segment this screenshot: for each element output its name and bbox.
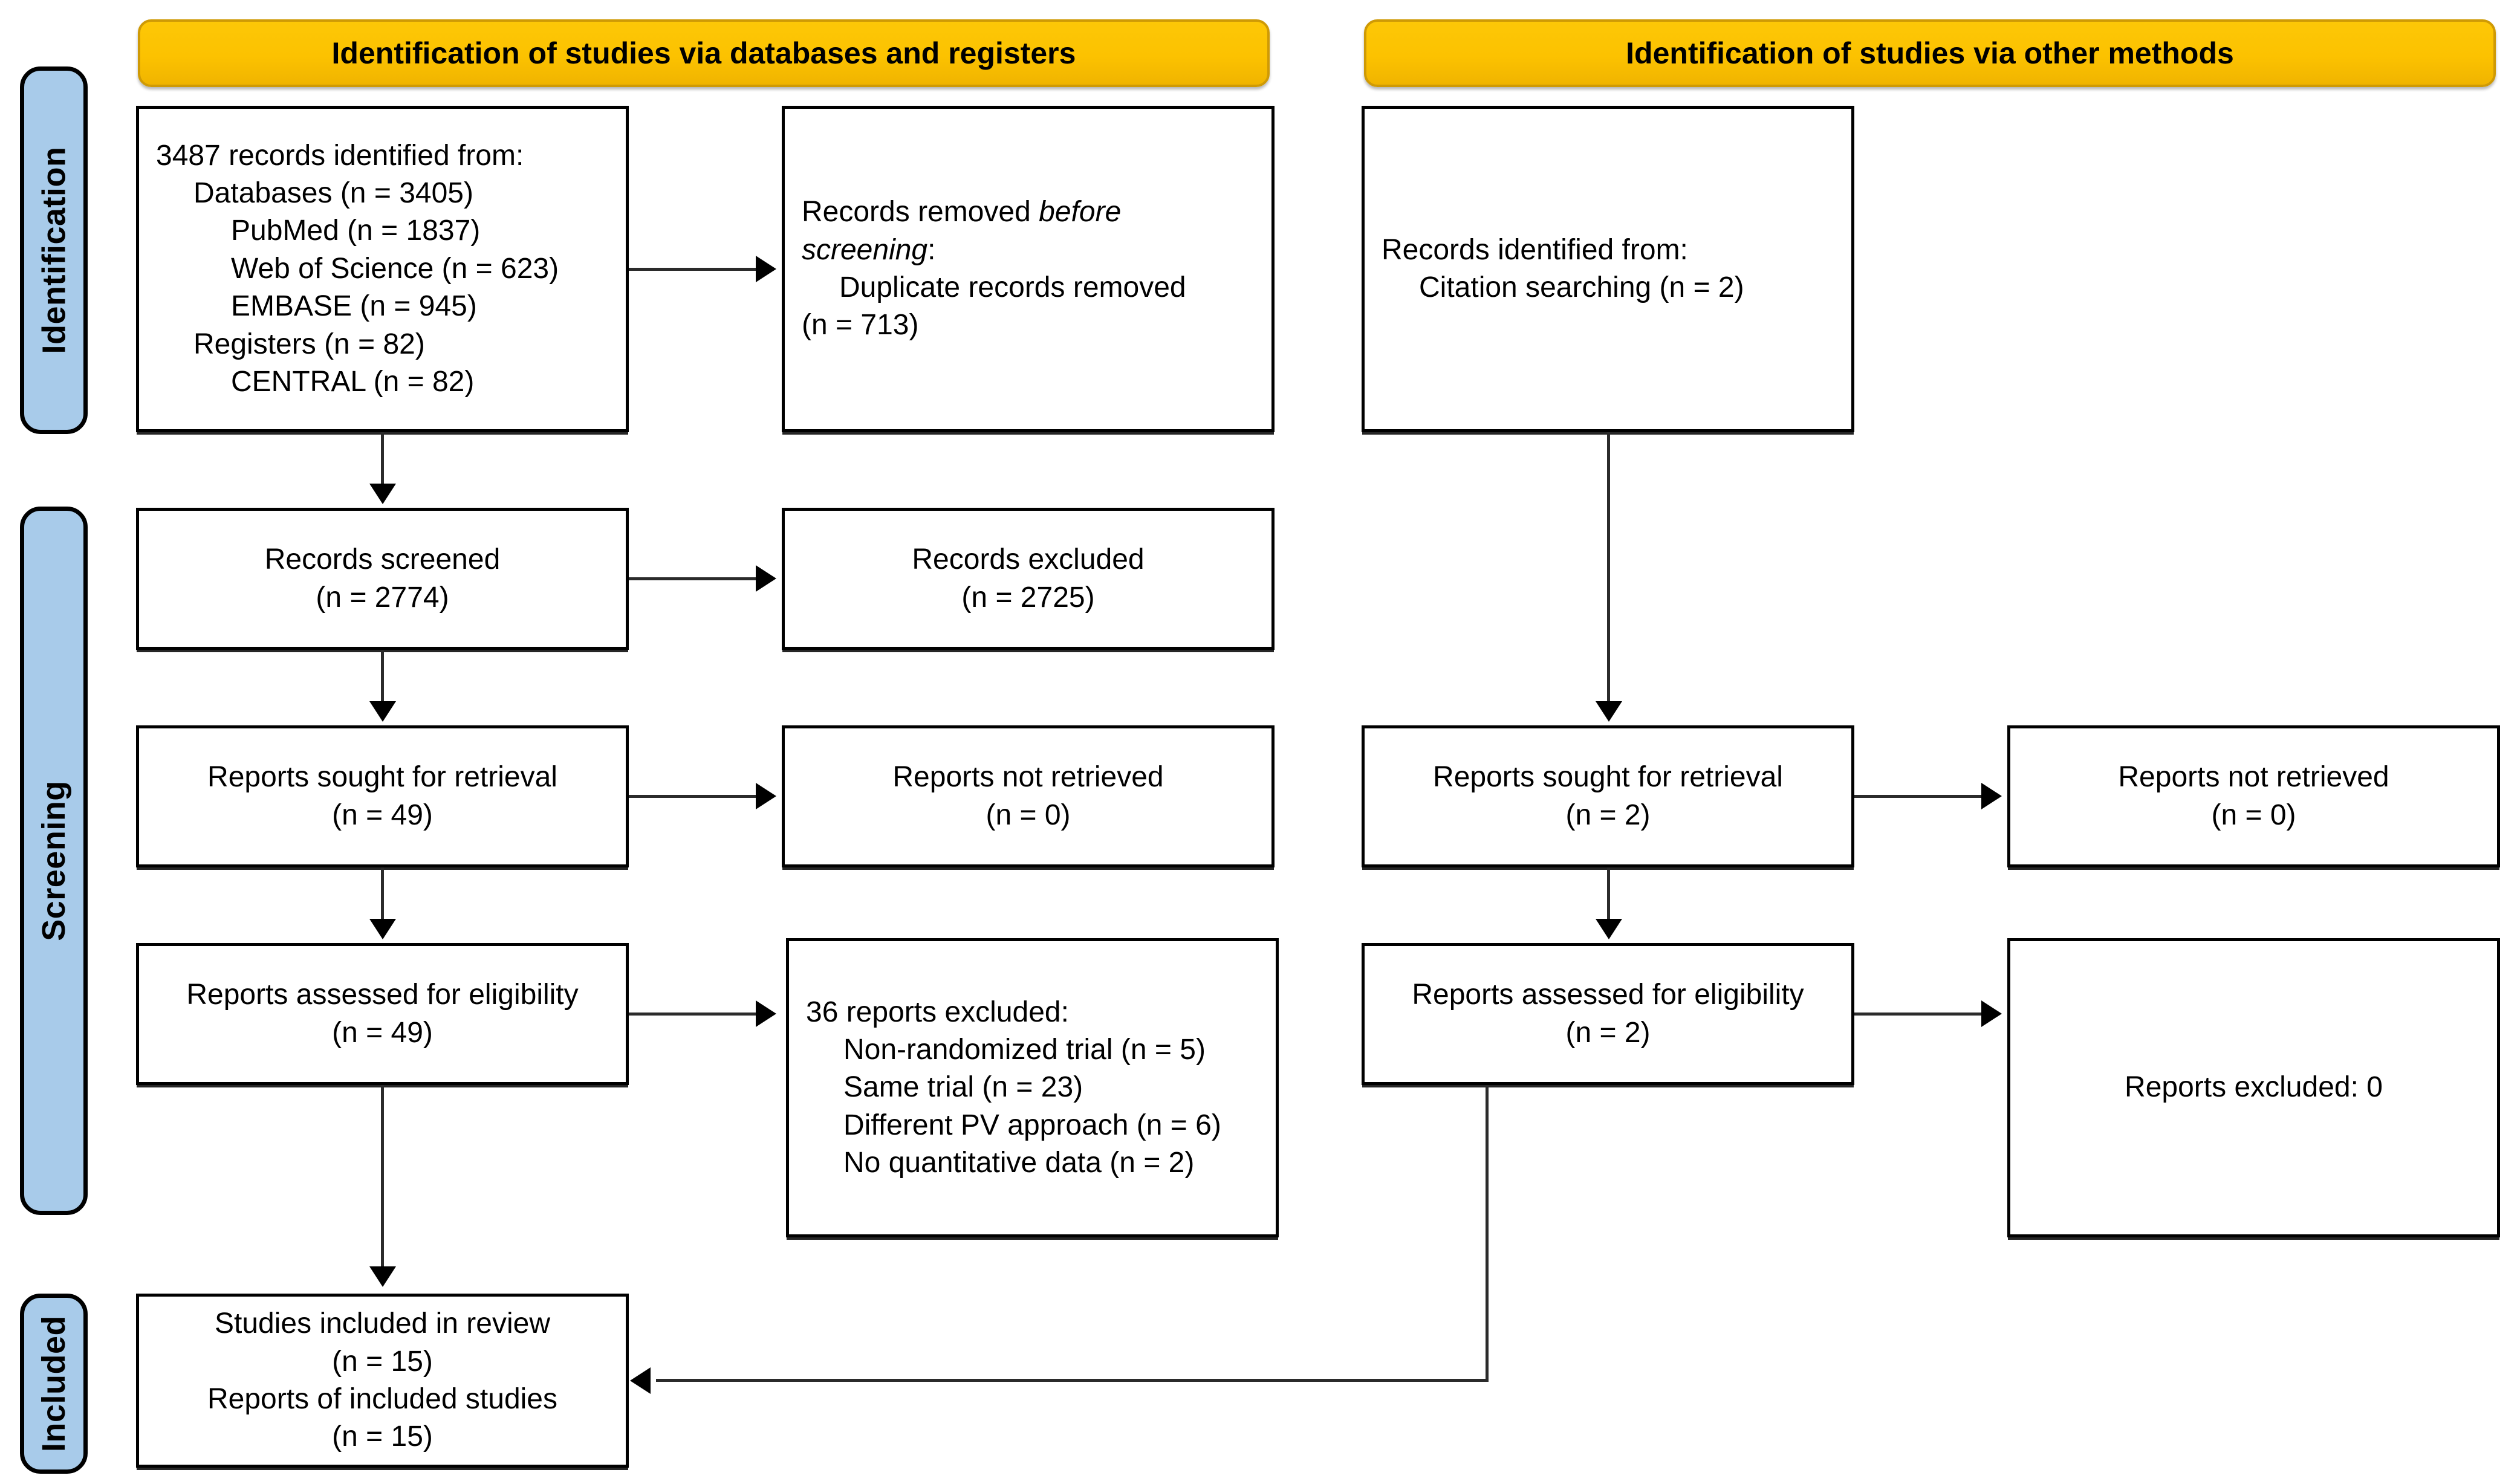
records-removed-line4: (n = 713) [802,309,919,342]
connector-identified-to-screened [381,432,384,488]
arrowhead-assessed-to-excluded-other [1981,1000,2002,1027]
reports-sought-other-line2: (n = 2) [1565,799,1651,831]
reports-excluded-other-line1: Reports excluded: 0 [2125,1071,2383,1104]
section-header-other-methods-text: Identification of studies via other meth… [1626,36,2234,70]
box-records-screened: Records screened (n = 2774) [136,508,629,650]
records-removed-line1b: before [1039,196,1122,228]
connector-sought-to-assessed-db [381,867,384,923]
box-reports-sought-databases: Reports sought for retrieval (n = 49) [136,725,629,867]
arrowhead-screened-to-sought [369,701,396,722]
connector-assessed-to-excluded-other [1854,1013,1984,1016]
records-identified-title: 3487 records identified from: [156,139,524,172]
stage-label-screening-text: Screening [36,780,72,941]
box-reports-excluded-databases: 36 reports excluded: Non-randomized tria… [786,938,1279,1237]
studies-included-line3: Reports of included studies [207,1383,557,1415]
stage-label-identification: Identification [20,66,88,434]
connector-identified-other-to-sought-other [1607,432,1610,704]
box-records-excluded: Records excluded (n = 2725) [782,508,1275,650]
connector-identified-to-removed [629,268,759,271]
arrowhead-sought-to-assessed-db [369,919,396,939]
reports-assessed-db-line1: Reports assessed for eligibility [186,979,579,1011]
connector-sought-to-not-retrieved-db [629,795,759,798]
records-excluded-line1: Records excluded [912,543,1145,576]
stage-label-identification-text: Identification [36,146,72,354]
records-screened-line1: Records screened [264,543,501,576]
reports-not-retrieved-db-line1: Reports not retrieved [892,761,1164,794]
arrowhead-sought-to-not-retrieved-db [756,783,776,809]
reports-excluded-db-line-1: Same trial (n = 23) [843,1071,1083,1104]
records-removed-line3: Duplicate records removed [839,271,1186,303]
reports-not-retrieved-other-line2: (n = 0) [2211,799,2296,831]
connector-assessed-to-excluded-db [629,1013,759,1016]
arrowhead-sought-to-not-retrieved-other [1981,783,2002,809]
records-identified-line-5: CENTRAL (n = 82) [231,365,475,398]
arrowhead-sought-to-assessed-other [1596,919,1622,939]
arrowhead-identified-other-to-sought-other [1596,701,1622,722]
reports-excluded-db-line-0: Non-randomized trial (n = 5) [843,1033,1206,1066]
records-identified-line-4: Registers (n = 82) [193,328,425,360]
reports-sought-other-line1: Reports sought for retrieval [1433,761,1783,794]
section-header-databases: Identification of studies via databases … [138,19,1270,87]
reports-excluded-db-line-3: No quantitative data (n = 2) [843,1147,1195,1179]
records-removed-line1a: Records removed [802,196,1039,228]
arrowhead-identified-to-screened [369,484,396,504]
section-header-other-methods: Identification of studies via other meth… [1364,19,2496,87]
reports-excluded-db-title: 36 reports excluded: [806,996,1069,1028]
records-screened-line2: (n = 2774) [316,581,449,614]
reports-not-retrieved-other-line1: Reports not retrieved [2118,761,2389,794]
stage-label-included-text: Included [36,1315,73,1453]
connector-sought-to-assessed-other [1607,867,1610,923]
connector-screened-to-sought [381,650,384,705]
arrowhead-identified-to-removed [756,256,776,282]
stage-label-included: Included [20,1294,88,1474]
studies-included-line2: (n = 15) [332,1345,433,1378]
arrowhead-assessed-to-included [369,1266,396,1287]
reports-assessed-other-line2: (n = 2) [1565,1016,1651,1049]
connector-other-assessed-down [1486,1085,1489,1380]
records-identified-other-title: Records identified from: [1382,233,1688,266]
arrowhead-assessed-to-excluded-db [756,1000,776,1027]
box-reports-assessed-other: Reports assessed for eligibility (n = 2) [1362,943,1854,1085]
box-reports-not-retrieved-databases: Reports not retrieved (n = 0) [782,725,1275,867]
reports-sought-db-line1: Reports sought for retrieval [207,761,557,794]
records-identified-other-line-0: Citation searching (n = 2) [1419,271,1744,303]
box-records-identified-other: Records identified from: Citation search… [1362,106,1854,432]
records-removed-line2a: screening [802,233,928,266]
records-identified-line-3: EMBASE (n = 945) [231,290,477,323]
studies-included-line4: (n = 15) [332,1421,433,1453]
records-removed-line2b: : [927,233,936,266]
box-records-removed: Records removed before screening: Duplic… [782,106,1275,432]
connector-assessed-to-included [381,1085,384,1285]
records-identified-line-2: Web of Science (n = 623) [231,252,559,285]
box-reports-sought-other: Reports sought for retrieval (n = 2) [1362,725,1854,867]
reports-assessed-other-line1: Reports assessed for eligibility [1412,979,1804,1011]
reports-excluded-db-line-2: Different PV approach (n = 6) [843,1109,1221,1141]
box-records-identified-databases: 3487 records identified from: Databases … [136,106,629,432]
records-identified-line-1: PubMed (n = 1837) [231,215,481,247]
arrowhead-other-assessed-to-included [630,1367,651,1394]
studies-included-line1: Studies included in review [215,1307,550,1340]
box-reports-excluded-other: Reports excluded: 0 [2007,938,2500,1237]
reports-sought-db-line2: (n = 49) [332,799,433,831]
reports-not-retrieved-db-line2: (n = 0) [986,799,1071,831]
box-studies-included: Studies included in review (n = 15) Repo… [136,1294,629,1468]
box-reports-assessed-databases: Reports assessed for eligibility (n = 49… [136,943,629,1085]
records-identified-line-0: Databases (n = 3405) [193,177,473,210]
connector-screened-to-excluded [629,577,759,580]
section-header-databases-text: Identification of studies via databases … [331,36,1076,70]
stage-label-screening: Screening [20,507,88,1215]
box-reports-not-retrieved-other: Reports not retrieved (n = 0) [2007,725,2500,867]
reports-assessed-db-line2: (n = 49) [332,1016,433,1049]
connector-sought-to-not-retrieved-other [1854,795,1984,798]
arrowhead-screened-to-excluded [756,565,776,592]
connector-other-assessed-left [656,1379,1489,1382]
records-excluded-line2: (n = 2725) [961,581,1095,614]
